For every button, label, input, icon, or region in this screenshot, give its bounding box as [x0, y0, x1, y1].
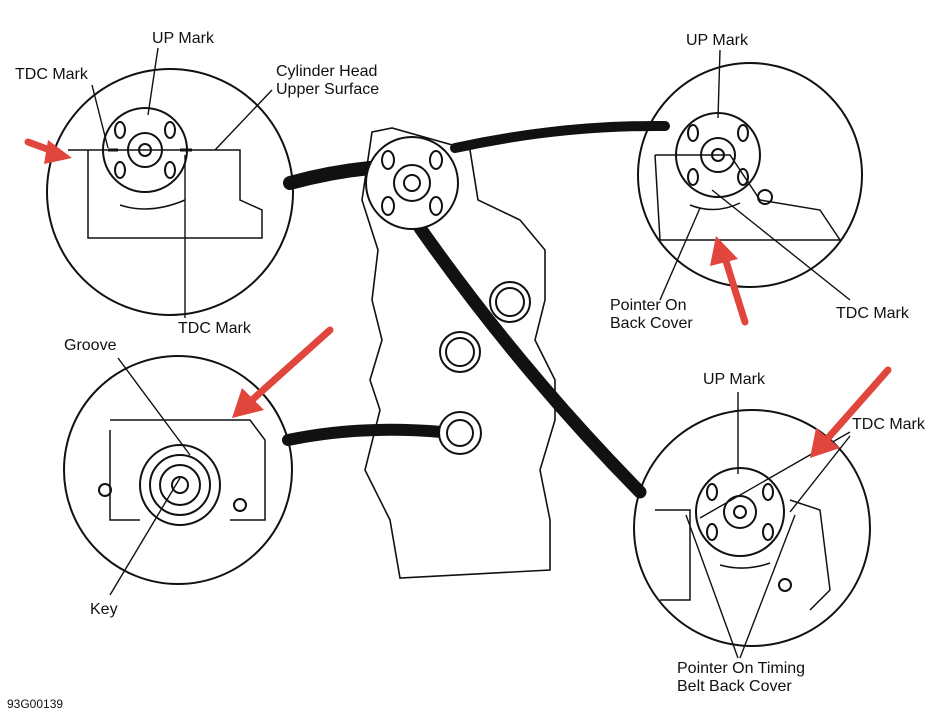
detail-circle-top-right	[637, 62, 863, 288]
tl-up-mark-label: UP Mark	[152, 30, 214, 47]
br-pointer-label-2: Belt Back Cover	[677, 678, 792, 695]
tr-pointer-label-1: Pointer On	[610, 297, 687, 314]
br-tdc-mark-label: TDC Mark	[852, 416, 925, 433]
red-arrow-top-right	[710, 236, 749, 326]
br-pointer-label-1: Pointer On Timing	[677, 660, 806, 677]
tl-cylinder-head-label-2: Upper Surface	[276, 81, 380, 98]
tl-tdc-mark-label: TDC Mark	[15, 66, 88, 83]
timing-belt	[282, 120, 670, 499]
center-cam-pulley	[365, 136, 459, 230]
tr-up-mark-label: UP Mark	[686, 32, 748, 49]
leader-lines-top-left	[91, 47, 273, 318]
red-arrow-bottom-left	[232, 326, 334, 418]
detail-circle-bottom-left	[63, 355, 293, 585]
detail-circle-top-left	[46, 68, 294, 316]
engine-block-outline	[361, 127, 556, 579]
red-arrow-top-left	[24, 138, 72, 164]
leader-lines-bottom-left	[109, 357, 191, 596]
leader-lines-top-right	[659, 49, 851, 301]
tr-pointer-label-2: Back Cover	[610, 315, 693, 332]
red-arrow-bottom-right	[810, 366, 892, 458]
engine-idler-pulleys	[438, 281, 531, 455]
figure-id: 93G00139	[7, 697, 64, 711]
br-up-mark-label: UP Mark	[703, 371, 765, 388]
tl-cylinder-head-label-1: Cylinder Head	[276, 63, 378, 80]
tl-tdc-mark-bottom-label: TDC Mark	[178, 320, 251, 337]
bl-groove-label: Groove	[64, 337, 117, 354]
bl-key-label: Key	[90, 601, 118, 618]
detail-circle-bottom-right	[633, 409, 871, 647]
tr-tdc-mark-label: TDC Mark	[836, 305, 909, 322]
